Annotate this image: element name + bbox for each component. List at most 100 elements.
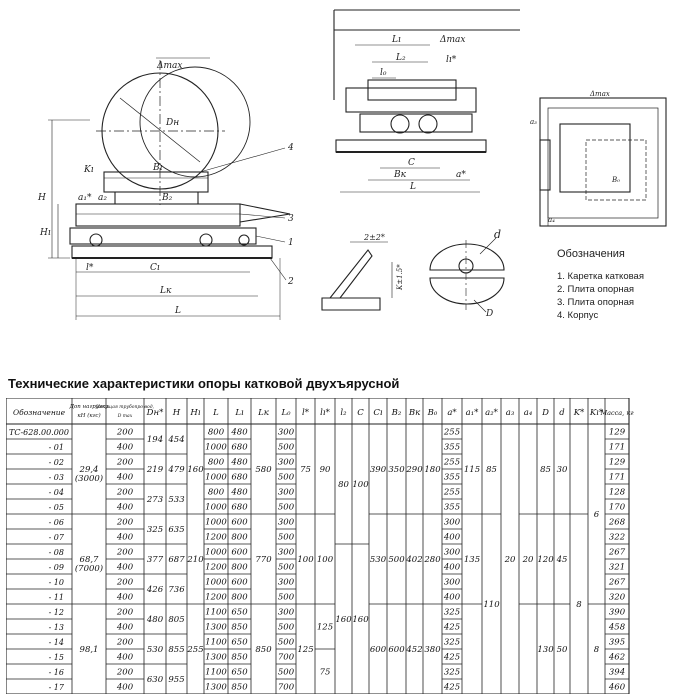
table-cell-L: 1200 — [205, 563, 227, 573]
table-cell-pipe: 200 — [116, 578, 134, 588]
table-designation: - 03 — [49, 473, 64, 482]
technical-drawing: Δmax Dн Kı Bı B₂ a₁* a₂ H Hı l* Cı Lк L … — [0, 0, 700, 345]
table-cell-mass: 462 — [608, 653, 625, 663]
table-cell-a: 300 — [444, 548, 461, 558]
table-cell-a: 300 — [444, 578, 461, 588]
table-cell-l0: 500 — [278, 638, 295, 648]
table-designation: - 13 — [49, 623, 64, 632]
label-top-l1s: lı* — [446, 55, 457, 65]
table-cell-mass: 128 — [609, 488, 626, 498]
table-cell-mass: 129 — [609, 428, 626, 438]
table-cell-L: 1000 — [205, 473, 227, 483]
table-cell-L: 1000 — [205, 518, 227, 528]
table-cell-L1: 800 — [231, 563, 248, 573]
table-cell-a: 325 — [444, 608, 460, 618]
table-cell-l0: 300 — [278, 548, 295, 558]
table-cell-l0: 300 — [278, 458, 295, 468]
table-cell-b0: 280 — [423, 555, 441, 565]
plan-outer — [539, 97, 667, 227]
label-b1: Bı — [152, 163, 163, 173]
legend-item-4: 4. Корпус — [557, 310, 599, 321]
long-base — [335, 139, 487, 153]
table-cell-l0: 300 — [278, 518, 295, 528]
table-cell-dn: 377 — [147, 555, 164, 565]
legend-item-3: 3. Плита опорная — [557, 297, 635, 308]
table-cell-l1: 100 — [317, 555, 334, 565]
table-cell-l0: 300 — [278, 428, 295, 438]
table-cell-mass: 322 — [609, 533, 625, 543]
table-cell-L: 1100 — [205, 638, 227, 648]
table-cell-dn: 325 — [147, 525, 163, 535]
table-cell-k: 8 — [576, 600, 582, 610]
table-designation: - 11 — [49, 593, 64, 602]
table-cell-pipe: 200 — [116, 548, 134, 558]
table-cell-lk: 770 — [255, 555, 272, 565]
table-header-9: L₀ — [280, 408, 291, 418]
legend-title: Обозначения — [557, 248, 625, 260]
table-designation: - 10 — [49, 578, 64, 587]
table-cell-mass: 170 — [609, 503, 626, 513]
table-header-2: Несущая трубопро вод, — [95, 403, 155, 410]
table-cell-l2: 160 — [335, 615, 352, 625]
table-cell-h: 479 — [167, 465, 185, 475]
table-cell-a: 355 — [444, 473, 460, 483]
table-cell-D: 85 — [540, 465, 551, 475]
roller-detail — [429, 237, 505, 313]
table-cell-a: 425 — [443, 653, 460, 663]
table-cell-d: 50 — [557, 645, 568, 655]
label-side-a3: a₃ — [530, 118, 537, 126]
table-cell-mass: 267 — [608, 578, 626, 588]
table-load: 29,4 — [79, 465, 99, 475]
table-cell-k1: 6 — [594, 510, 600, 520]
table-cell-D: 130 — [537, 645, 554, 655]
table-cell-d: 45 — [556, 555, 568, 565]
label-delta-max-2: Δmax — [439, 35, 465, 45]
table-designation: - 15 — [49, 653, 64, 662]
table-cell-pipe: 400 — [116, 443, 134, 453]
table-cell-a: 400 — [443, 533, 461, 543]
table-cell-lk: 850 — [255, 645, 272, 655]
table-cell-h1: 255 — [186, 645, 203, 655]
label-c1: Cı — [150, 263, 160, 273]
table-cell-c: 160 — [352, 615, 369, 625]
table-designation: - 09 — [49, 563, 64, 572]
table-cell-a: 325 — [444, 638, 460, 648]
table-cell-mass: 171 — [609, 473, 625, 483]
label-l-main: L — [174, 306, 181, 316]
table-cell-L: 800 — [208, 428, 225, 438]
table-designation: - 17 — [49, 683, 65, 692]
table-header-12: l₂ — [340, 408, 347, 418]
table-cell-l1: 90 — [320, 465, 331, 475]
table-cell-l0: 300 — [278, 608, 295, 618]
table-cell-h: 855 — [168, 645, 184, 655]
table-cell-l0: 300 — [278, 578, 295, 588]
table-cell-bk: 290 — [405, 465, 423, 475]
table-cell-b2: 350 — [388, 465, 405, 475]
callout-4: 4 — [287, 143, 294, 153]
label-top-l0: l₀ — [380, 68, 387, 78]
table-designation: - 16 — [49, 668, 64, 677]
table-cell-pipe: 200 — [116, 428, 134, 438]
label-top-l2: L₂ — [395, 53, 406, 63]
table-cell-h1: 210 — [186, 555, 204, 565]
table-cell-a: 400 — [443, 593, 461, 603]
table-cell-dn: 480 — [146, 615, 164, 625]
table-cell-L1: 650 — [231, 668, 248, 678]
table-cell-l0: 500 — [278, 533, 295, 543]
table-designation: - 07 — [49, 533, 65, 542]
label-a1: a₁* — [78, 193, 92, 203]
table-cell-L1: 480 — [230, 488, 248, 498]
table-header-22: a₄ — [524, 408, 533, 418]
table-cell-c1: 530 — [370, 555, 387, 565]
table-cell-a2: 110 — [483, 600, 500, 610]
table-cell-L: 1000 — [205, 578, 227, 588]
table-cell-k1: 8 — [594, 645, 600, 655]
table-header-26: Kı* — [589, 408, 604, 418]
table-cell-d: 30 — [557, 465, 568, 475]
label-top-a: a* — [456, 170, 466, 180]
table-header-2: D тах — [117, 413, 133, 419]
table-cell-pipe: 400 — [116, 503, 134, 513]
table-header-1: кН (кгс) — [77, 412, 100, 419]
table-cell-a2: 85 — [486, 465, 497, 475]
